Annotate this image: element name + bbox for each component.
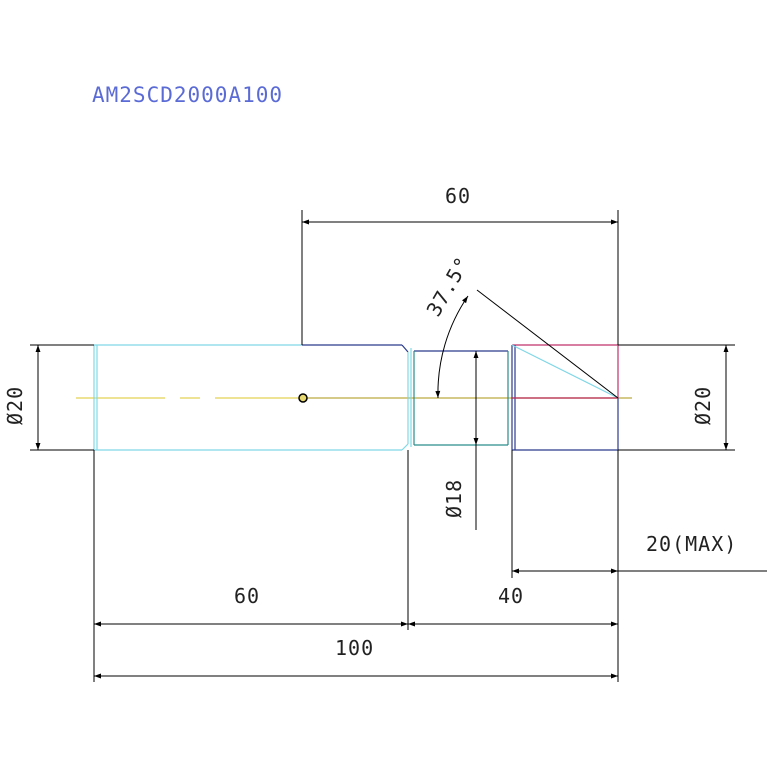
dim-left-dia-label: Ø20 <box>3 386 27 425</box>
dim-angle-label: 37.5° <box>422 252 475 320</box>
dim-max-20-label: 20(MAX) <box>646 532 737 556</box>
dimension-lines <box>35 219 767 679</box>
left-shaft-outline <box>93 344 302 451</box>
dim-angle-arc <box>435 295 469 399</box>
dim-neck-dia-label: Ø18 <box>442 479 466 518</box>
dim-right-dia-label: Ø20 <box>691 386 715 425</box>
dim-overall-100-label: 100 <box>335 636 374 660</box>
right-head-outline <box>511 344 619 451</box>
part-code-label: AM2SCD2000A100 <box>92 83 283 107</box>
middle-shaft-outline <box>302 344 412 451</box>
origin-point <box>298 393 308 403</box>
dim-lower-40-label: 40 <box>498 584 524 608</box>
dim-lower-60-label: 60 <box>234 584 260 608</box>
dim-top-60-label: 60 <box>445 184 471 208</box>
extension-lines <box>30 210 735 682</box>
